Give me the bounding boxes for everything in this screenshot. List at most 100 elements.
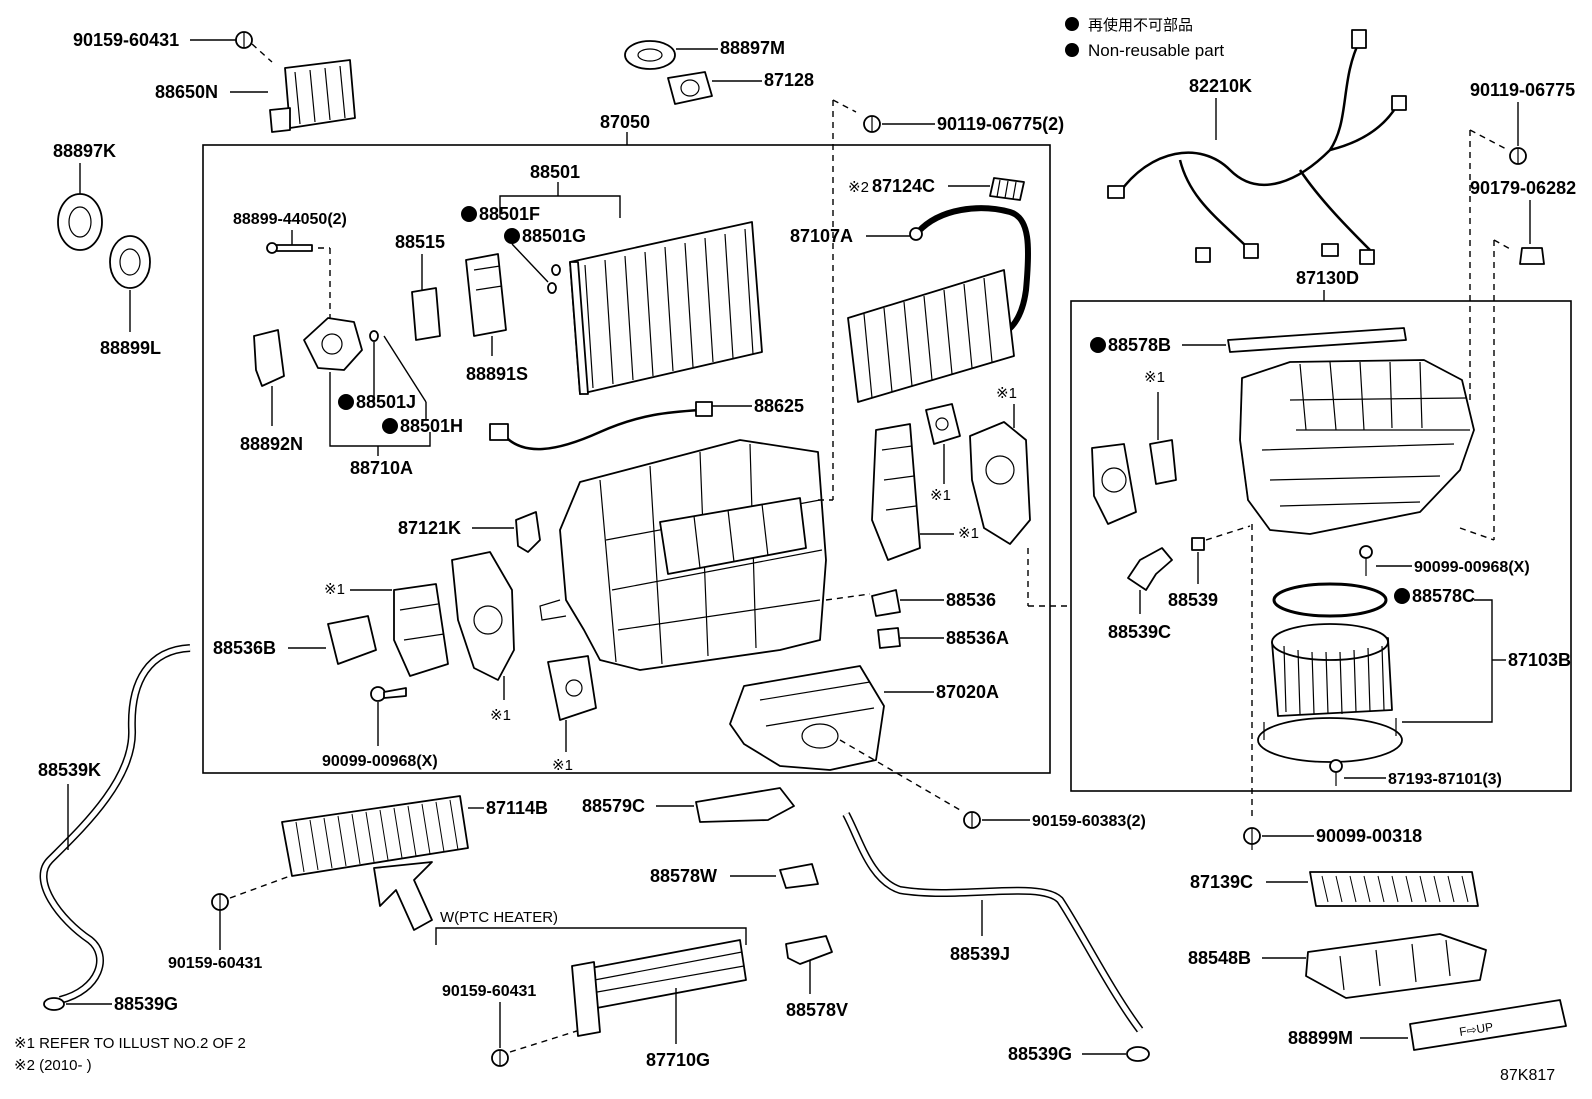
actuator-drawing [393,583,449,677]
part-label: 88899-44050(2) [233,211,347,228]
legend-dot-icon [1065,17,1079,31]
part-label: 87128 [764,70,814,90]
clamp-drawing [989,177,1025,201]
ptc-heater-drawing [571,939,747,1037]
bolt-icon [491,1049,509,1067]
grommet-icon [43,997,65,1011]
part-label: 90179-06282 [1470,178,1576,198]
actuator-drawing [1091,443,1137,525]
part-label: 88536B [213,638,276,658]
part-label: 87139C [1190,872,1253,892]
part-label: 88897K [53,141,116,161]
ref-mark: ※1 [930,487,951,504]
blower-unit-box [1070,300,1572,792]
actuator-drawing [925,403,961,445]
part-label: 88891S [466,364,528,384]
part-label: 87103B [1508,650,1571,670]
ptc-heater-bracket [435,927,747,945]
damper-drawing [969,421,1031,545]
sensor-harness-drawing [489,401,713,451]
part-label: 90159-60431 [168,955,262,972]
part-label: 87130D [1296,268,1359,288]
illustration-code: 87K817 [1500,1067,1555,1084]
clip-nut-icon [1519,247,1545,265]
damper-drawing [871,423,921,561]
legend-dot-icon [1065,43,1079,57]
part-label: 90099-00968(X) [1414,559,1530,576]
filter-cover-print: F⇨UP [1458,1020,1494,1039]
seal-ring-drawing [57,193,103,251]
direction-arrow-icon [373,861,433,931]
part-label: 90159-60383(2) [1032,813,1146,830]
ref-mark: ※1 [1144,369,1165,386]
ptc-element-drawing [281,795,469,877]
screw-icon [1359,545,1373,576]
part-label: 88625 [754,396,804,416]
group-label-ptc: W(PTC HEATER) [440,909,558,926]
heater-core-drawing [847,205,1032,403]
screw-icon [1329,759,1343,786]
part-label: 90159-60431 [73,30,179,50]
grommet-icon [1126,1046,1150,1062]
seal-strip-drawing [1227,327,1407,353]
part-label: 88501F [479,204,540,224]
ref-mark: ※1 [958,525,979,542]
non-reusable-dot-icon [338,394,354,410]
seal-ring-drawing [109,235,151,289]
part-label: 88536 [946,590,996,610]
part-label: 87020A [936,682,999,702]
actuator-drawing [547,655,597,721]
nut-icon [1191,537,1205,551]
legend-jp: 再使用不可部品 [1088,17,1193,34]
filter-case-drawing [1305,933,1487,999]
part-label: 88501G [522,226,586,246]
part-label: 88536A [946,628,1009,648]
panel-drawing [695,787,795,823]
duct-drawing [1127,547,1173,591]
drain-hose-drawing [842,812,1144,1033]
bolt-icon [963,811,981,829]
hvac-case-drawing [539,439,827,671]
non-reusable-dot-icon [461,206,477,222]
ref-mark: ※1 [996,385,1017,402]
part-label: 88578B [1108,335,1171,355]
ref-mark: ※1 [324,581,345,598]
part-label: 88539C [1108,622,1171,642]
amplifier-drawing [465,253,507,337]
part-label: 88899L [100,338,161,358]
part-label: 88548B [1188,948,1251,968]
clip-drawing [877,627,901,649]
part-label: 90119-06775(2) [937,114,1064,134]
main-unit-box [202,144,1051,774]
evaporator-drawing [569,221,763,395]
non-reusable-dot-icon [1090,337,1106,353]
part-label: 82210K [1189,76,1252,96]
part-label: 87050 [600,112,650,132]
filter-cover-drawing [1409,999,1567,1051]
grommet-drawing [667,71,713,105]
part-label: 90119-06775 [1470,80,1575,100]
grommet-drawing [624,40,676,70]
part-label: 88501 [530,162,580,182]
part-label: 88897M [720,38,785,58]
screw-icon [266,242,313,254]
part-label: 88501J [356,392,416,412]
thermistor-drawing [411,287,441,341]
bracket-drawing [253,329,285,387]
clip-drawing [785,935,833,965]
bolt-icon [1243,827,1261,850]
blower-motor-drawing [1257,623,1403,763]
part-label: 88578W [650,866,717,886]
aspirator-duct-drawing [269,59,356,133]
footnote-2: ※2 (2010- ) [14,1057,92,1074]
ref-mark: ※1 [490,707,511,724]
lower-case-drawing [729,665,885,771]
non-reusable-dot-icon [504,228,520,244]
cabin-filter-drawing [1309,871,1479,907]
part-label: 90099-00968(X) [322,753,438,770]
part-label: 88539J [950,944,1010,964]
part-label: 88650N [155,82,218,102]
part-label: 88501H [400,416,463,436]
actuator-drawing [1149,439,1177,485]
